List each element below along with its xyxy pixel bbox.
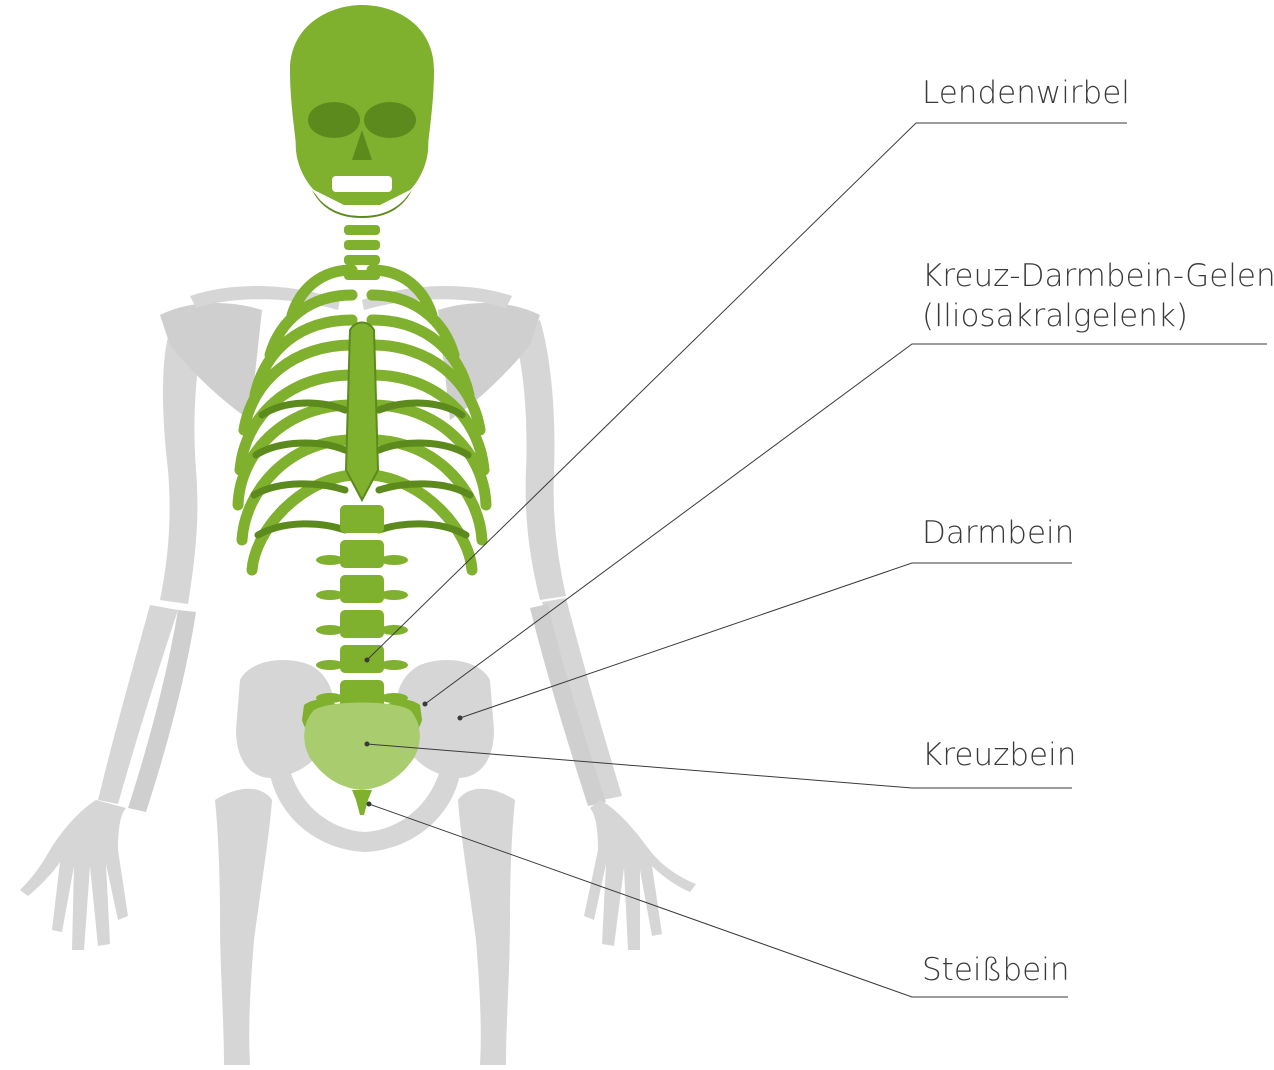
skull <box>290 5 434 218</box>
lumbar-process <box>316 660 344 670</box>
legs <box>215 789 515 1065</box>
lumbar-process <box>316 625 344 635</box>
dot-darmbein <box>458 716 463 721</box>
lumbar-vertebra <box>340 610 384 638</box>
lumbar-process <box>316 555 344 565</box>
dot-steissbein <box>367 802 372 807</box>
lumbar-vertebra <box>340 540 384 568</box>
lumbar-vertebra <box>340 505 384 533</box>
label-kreuzbein-text: Kreuzbein <box>922 735 1076 775</box>
sternum <box>346 323 378 501</box>
label-kreuz-darmbein-gelenk: Kreuz-Darmbein-Gelenk (Iliosakralgelenk) <box>922 256 1274 336</box>
right-humerus <box>512 320 566 600</box>
left-femur <box>215 789 272 1065</box>
label-kreuz-darmbein-line2: (Iliosakralgelenk) <box>922 296 1274 336</box>
label-lendenwirbel: Lendenwirbel <box>922 73 1130 113</box>
lumbar-process <box>380 555 408 565</box>
label-darmbein: Darmbein <box>922 513 1074 553</box>
label-kreuzbein: Kreuzbein <box>922 735 1076 775</box>
right-femur <box>458 789 515 1065</box>
label-kreuz-darmbein-line1: Kreuz-Darmbein-Gelenk <box>922 256 1274 296</box>
lumbar-process <box>380 590 408 600</box>
lumbar-process <box>316 590 344 600</box>
left-hand <box>20 800 128 950</box>
dot-kreuz-darmbein <box>423 702 428 707</box>
cervical-vertebra <box>344 255 380 265</box>
left-arm <box>20 330 205 950</box>
right-arm <box>512 320 696 950</box>
dot-lendenwirbel <box>365 658 370 663</box>
cervical-vertebra <box>344 225 380 235</box>
right-hand <box>584 800 696 950</box>
teeth <box>332 176 392 192</box>
lumbar-vertebra <box>340 575 384 603</box>
label-lendenwirbel-text: Lendenwirbel <box>922 73 1130 113</box>
lumbar-process <box>380 660 408 670</box>
left-eye-socket <box>308 102 360 138</box>
right-eye-socket <box>364 102 416 138</box>
dot-kreuzbein <box>365 742 370 747</box>
label-steissbein: Steißbein <box>922 950 1070 990</box>
cervical-vertebra <box>344 240 380 250</box>
label-steissbein-text: Steißbein <box>922 950 1070 990</box>
label-darmbein-text: Darmbein <box>922 513 1074 553</box>
cervical-vertebra <box>344 270 380 280</box>
